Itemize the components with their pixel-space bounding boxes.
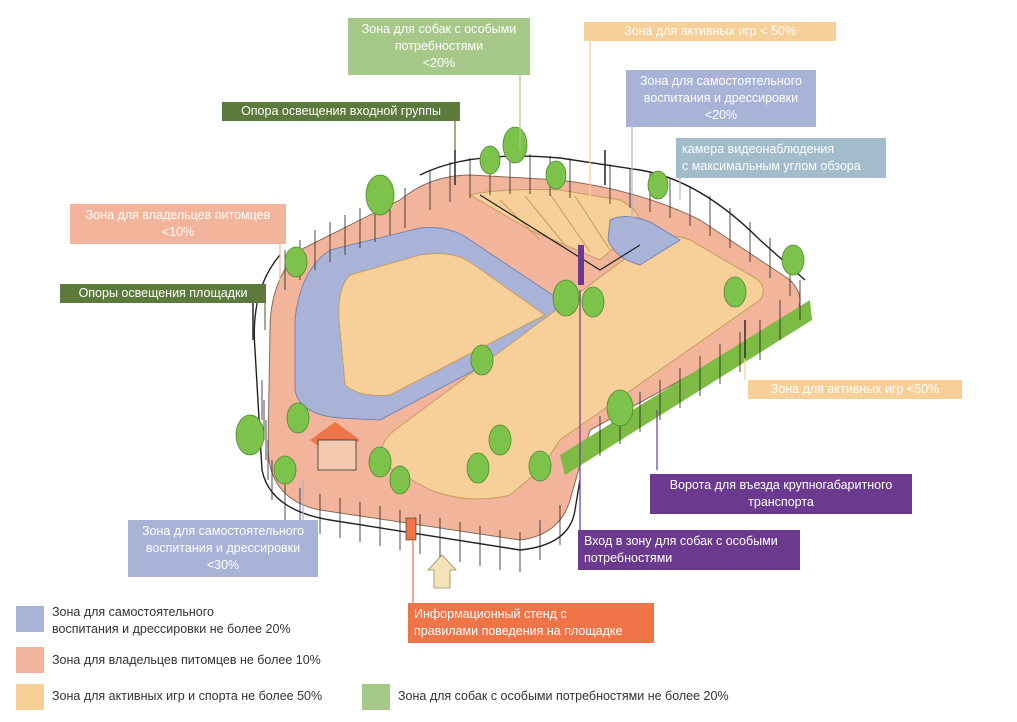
- legend-swatch-active: [16, 684, 44, 710]
- trees: [235, 126, 805, 495]
- fence-bars: [261, 154, 801, 572]
- info-stand-board: [405, 517, 417, 541]
- callout-active-top: Зона для активных игр < 50%: [584, 22, 836, 41]
- inner-fence: [479, 194, 641, 271]
- legend-text-active: Зона для активных игр и спорта не более …: [52, 689, 323, 703]
- entry-post: [578, 245, 584, 285]
- legend-text-owners: Зона для владельцев питомцев не более 10…: [52, 653, 321, 667]
- legend-swatch-owners: [16, 647, 44, 673]
- leader-lines: [264, 40, 746, 603]
- legend-swatch-special: [362, 684, 390, 710]
- entrance-arrow-icon: [427, 554, 457, 589]
- callout-active-right: Зона для активных игр <50%: [748, 380, 962, 399]
- grass-strip: [560, 300, 812, 475]
- legend-swatch-training: [16, 606, 44, 632]
- shelter: [310, 422, 360, 471]
- callout-entrance-light: Опора освещения входной группы: [222, 102, 460, 121]
- lamp-posts: [252, 150, 746, 360]
- training-area-top: [607, 216, 681, 266]
- active-area-left: [338, 253, 546, 396]
- callout-site-lights: Опоры освещения площадки: [60, 284, 266, 303]
- callout-owners-zone: Зона для владельцев питомцев<10%: [70, 204, 286, 244]
- legend-text-special: Зона для собак с особыми потребностями н…: [398, 689, 729, 703]
